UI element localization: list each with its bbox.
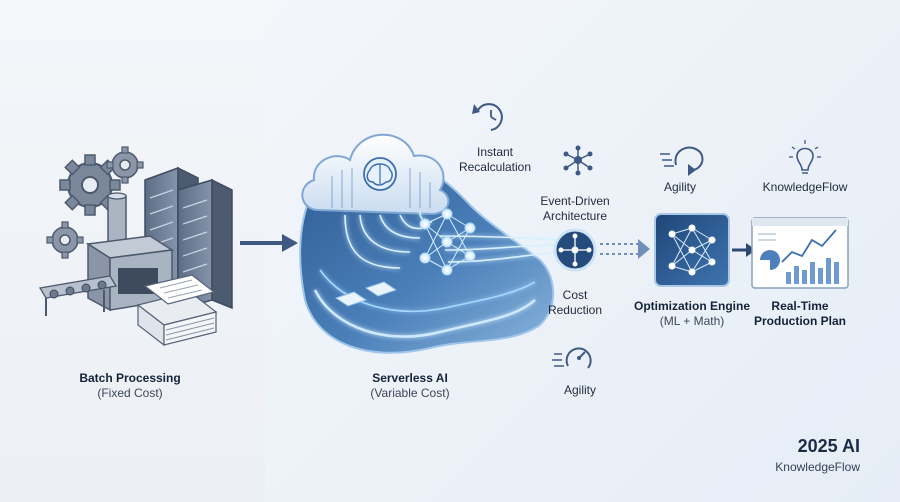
neural-network-icon <box>419 208 476 276</box>
gear-cluster-icon <box>46 146 144 259</box>
reduction-label: Reduction <box>547 303 603 317</box>
production-plan-label: Production Plan <box>753 314 846 328</box>
brand-year: 2025 AI <box>797 436 860 456</box>
factory-machine-icon <box>38 192 175 316</box>
refresh-clock-icon <box>472 103 503 131</box>
event-driven-label: Event-Driven <box>540 194 610 208</box>
agility-label-top: Agility <box>663 180 696 194</box>
cost-label: Cost <box>562 288 588 302</box>
agility-label-bottom: Agility <box>563 383 596 397</box>
optimization-engine-title: Optimization Engine <box>634 299 750 313</box>
flow-arrow-1 <box>240 234 298 252</box>
production-dashboard-icon <box>751 217 849 289</box>
optimization-engine-icon <box>654 213 730 287</box>
optimization-engine-subtitle: (ML + Math) <box>659 314 725 328</box>
compute-chip-icon <box>334 281 398 307</box>
network-hub-icon <box>563 145 593 176</box>
batch-processing-title: Batch Processing <box>79 371 181 385</box>
batch-processing-subtitle: (Fixed Cost) <box>97 386 163 400</box>
hub-node-icon <box>553 228 597 272</box>
document-stack-icon <box>136 274 218 347</box>
recalculation-label: Recalculation <box>458 160 532 174</box>
instant-label: Instant <box>476 145 514 159</box>
brand-name: KnowledgeFlow <box>775 460 860 474</box>
knowledgeflow-label: KnowledgeFlow <box>762 180 848 194</box>
serverless-ai-title: Serverless AI <box>372 371 448 385</box>
flow-arrow-2 <box>600 239 650 259</box>
agility-cycle-icon <box>660 146 704 176</box>
architecture-label: Architecture <box>542 209 608 223</box>
real-time-label: Real-Time <box>771 299 829 313</box>
brain-chip-icon <box>363 157 397 191</box>
serverless-ai-subtitle: (Variable Cost) <box>370 386 450 400</box>
speed-gauge-icon <box>552 347 592 369</box>
lightbulb-icon <box>789 140 821 174</box>
flow-arrow-3 <box>732 243 756 257</box>
